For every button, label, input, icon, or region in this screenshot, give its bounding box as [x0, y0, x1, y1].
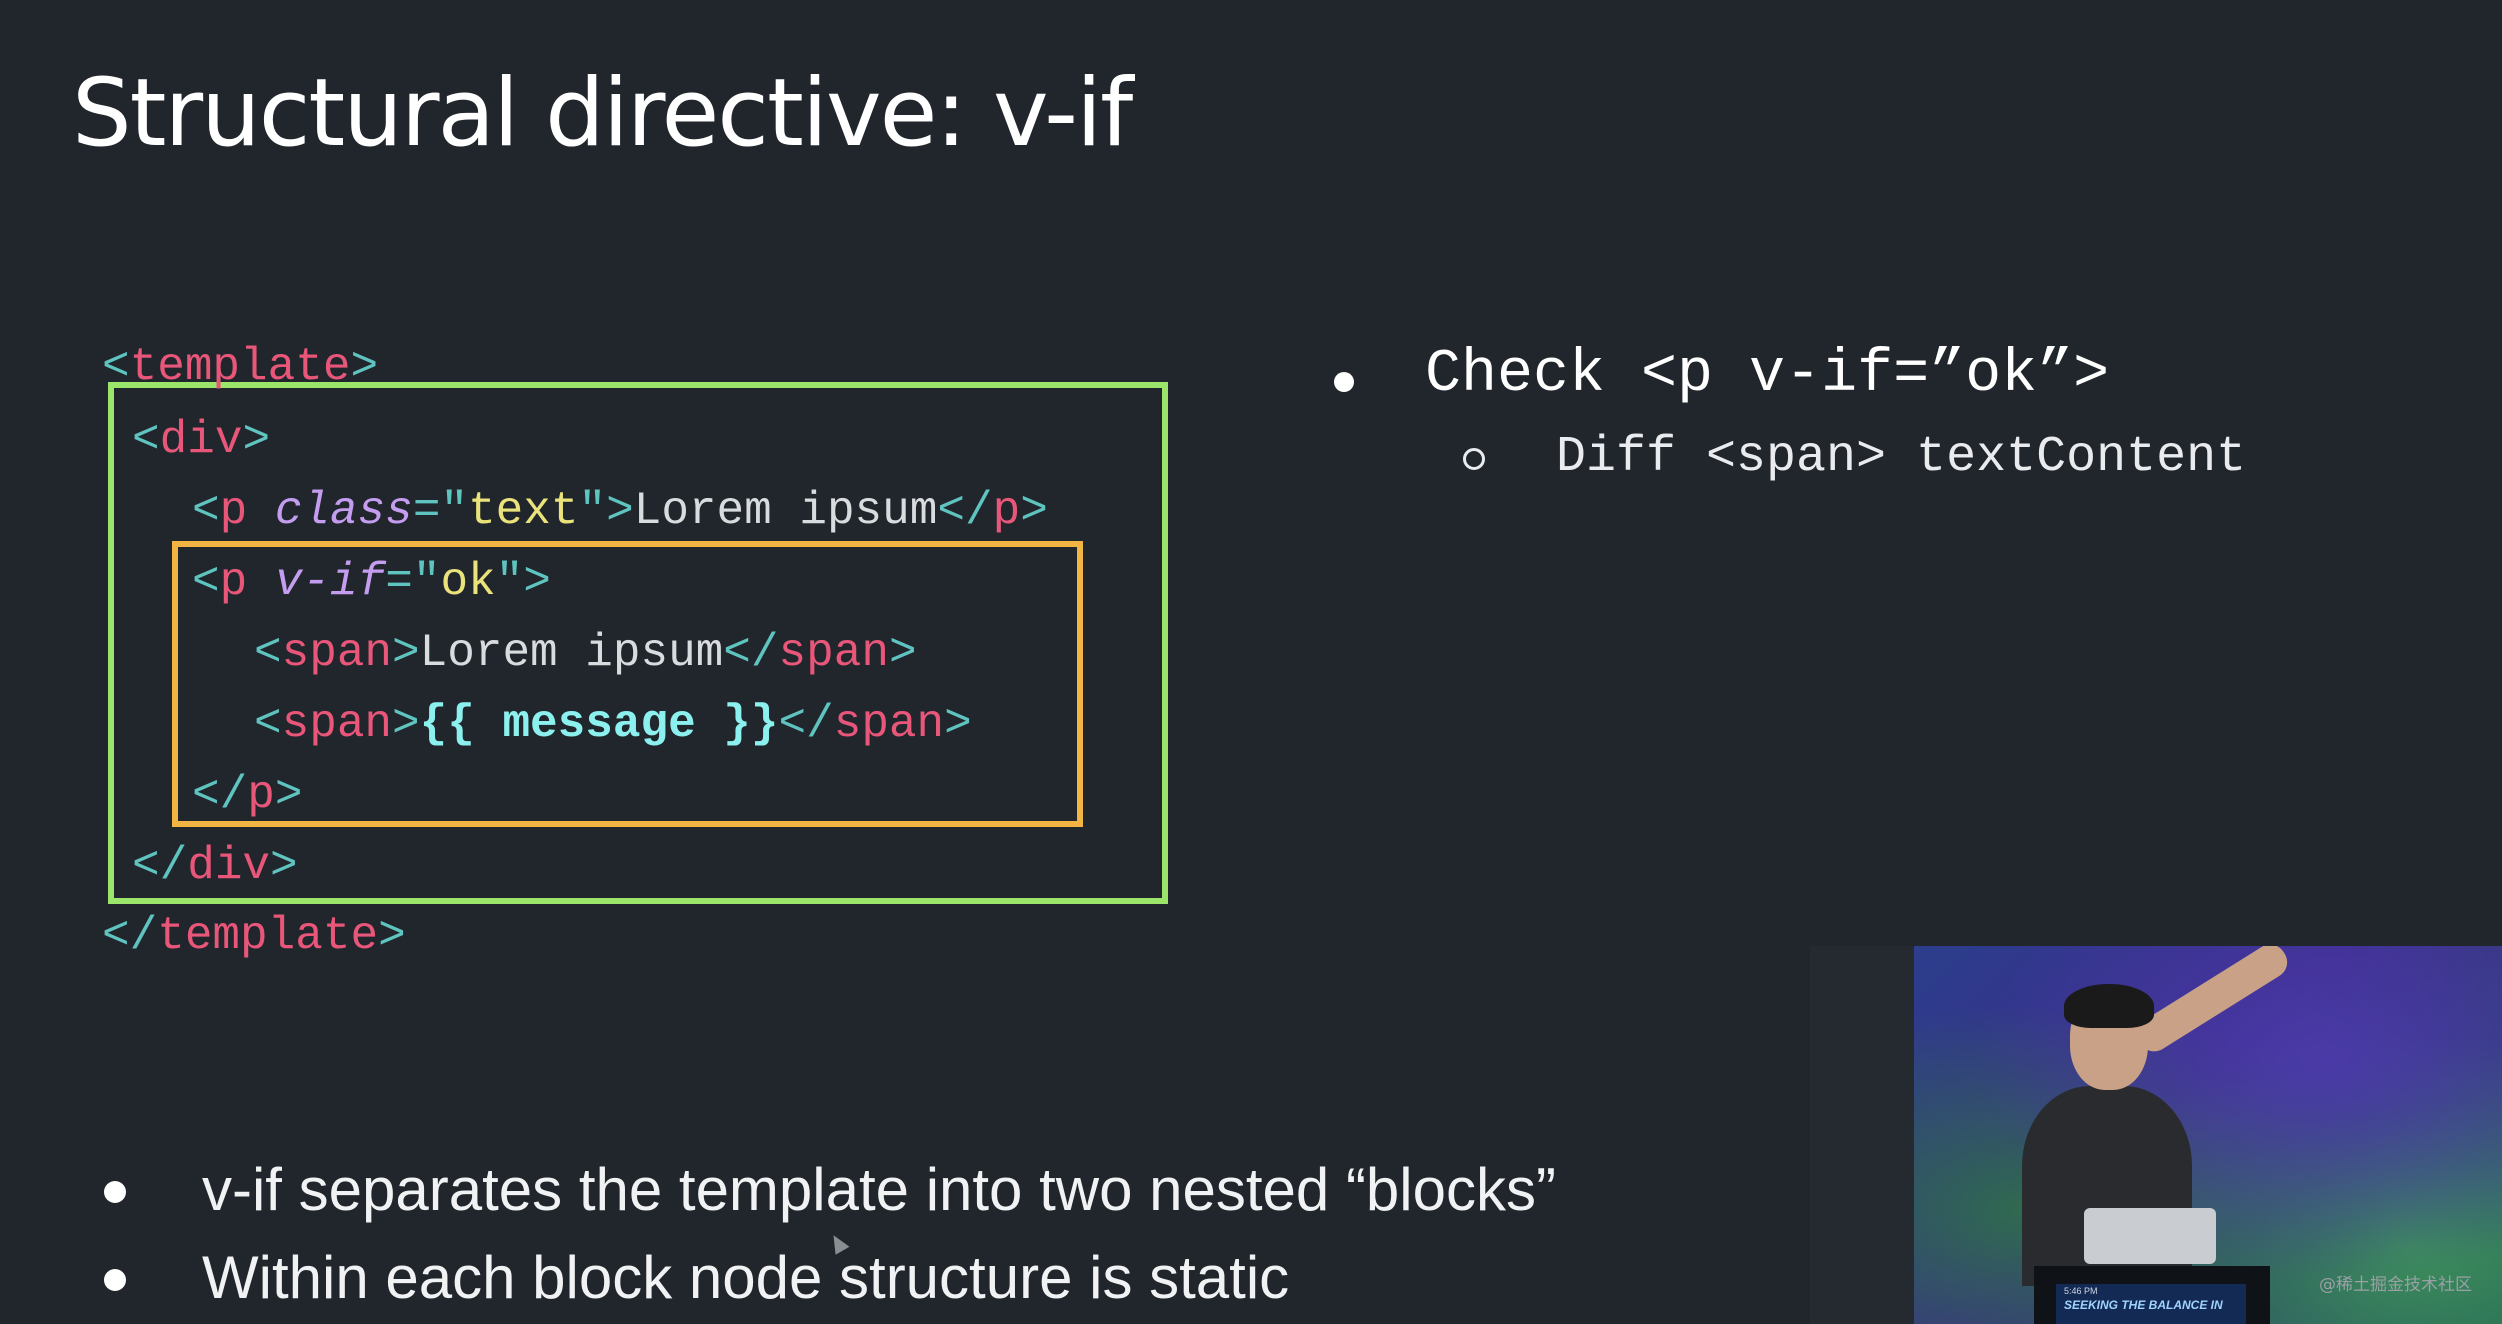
code-line-p-vif: <p v-if="ok"> — [192, 556, 551, 608]
bullet-text-1: v-if separates the template into two nes… — [202, 1156, 1556, 1223]
code-line-p-close: </p> — [192, 769, 303, 821]
sub-bullet-diff-text: Diff <span> textContent — [1556, 429, 2247, 486]
bullet-dot-icon — [104, 1181, 126, 1203]
code-line-template-close: </template> — [102, 910, 406, 962]
slide-title: Structural directive: v-if — [72, 59, 1133, 168]
watermark: @稀土掘金技术社区 — [2319, 1275, 2472, 1295]
code-line-div-close: </div> — [132, 840, 298, 892]
code-line-span-lorem: <span>Lorem ipsum</span> — [254, 627, 917, 679]
inner-block-highlight — [172, 541, 1083, 827]
bullet-circle-icon — [1463, 448, 1485, 470]
code-line-p-class: <p class="text">Lorem ipsum</p> — [192, 485, 1048, 537]
speaker-video-inset: 5:46 PM SEEKING THE BALANCE IN — [1810, 946, 2502, 1324]
bullet-check-text: Check <p v-if=”ok”> — [1425, 341, 2110, 409]
bullet-dot-icon — [104, 1269, 126, 1291]
outer-block-highlight — [108, 382, 1168, 904]
code-line-span-message: <span>{{ message }}</span> — [254, 698, 972, 750]
speaker-hair — [2064, 984, 2154, 1028]
podium-time: 5:46 PM — [2064, 1286, 2098, 1296]
code-line-template-open: <template> — [102, 341, 379, 393]
code-line-div-open: <div> — [132, 414, 271, 466]
bullet-text-2: Within each block node structure is stat… — [202, 1244, 1290, 1311]
bullet-dot-icon — [1334, 372, 1354, 392]
podium-sign: 5:46 PM SEEKING THE BALANCE IN — [2056, 1284, 2246, 1324]
video-stage-dark — [1810, 946, 1914, 1324]
laptop-icon — [2084, 1208, 2216, 1264]
podium-text: SEEKING THE BALANCE IN — [2064, 1298, 2223, 1312]
